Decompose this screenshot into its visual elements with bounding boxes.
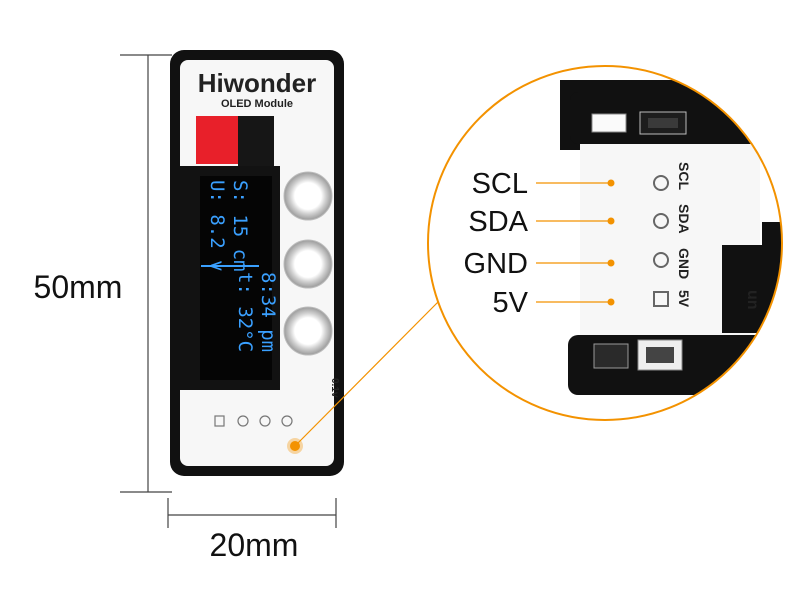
pad-scl bbox=[653, 175, 669, 191]
silk-label-sda: SDA bbox=[676, 204, 692, 234]
oled-active-area bbox=[200, 176, 272, 380]
pad-5v bbox=[653, 291, 669, 307]
oled-line-4: 8:34 pm bbox=[257, 272, 279, 352]
smd-component-3 bbox=[593, 343, 629, 369]
brand-logo-text: Hiwonder bbox=[198, 68, 316, 98]
silk-label-gnd: GND bbox=[676, 248, 692, 279]
width-label: 20mm bbox=[210, 527, 299, 563]
pin-pads bbox=[214, 415, 293, 427]
oled-line-3: t: 32°C bbox=[234, 272, 256, 352]
oled-module-board: Hiwonder OLED Module U: 8.2 v S: 15 cm t… bbox=[170, 50, 344, 476]
silk-label-5v: 5V bbox=[676, 290, 692, 308]
mounting-hole-1-center bbox=[295, 183, 321, 209]
pin-label-sda: SDA bbox=[468, 206, 528, 238]
height-label: 50mm bbox=[34, 269, 123, 305]
mounting-hole-2-center bbox=[295, 251, 321, 277]
dot-gnd-icon bbox=[607, 259, 615, 267]
smd-component-4-body bbox=[646, 347, 674, 363]
height-dimension: 50mm bbox=[34, 54, 172, 493]
pin-pad-3 bbox=[259, 415, 271, 427]
module-subtitle: OLED Module bbox=[221, 98, 293, 110]
smd-component-4 bbox=[637, 339, 683, 371]
width-dimension: 20mm bbox=[167, 498, 337, 563]
pin-label-scl: SCL bbox=[472, 168, 528, 200]
pin-pad-1 bbox=[214, 415, 225, 427]
oled-line-2: S: 15 cm bbox=[229, 180, 251, 272]
connector-housing bbox=[238, 116, 274, 168]
silk-label-scl: SCL bbox=[676, 162, 692, 190]
dot-scl-icon bbox=[607, 179, 615, 187]
magnified-view: un SCL SDA GND 5V bbox=[427, 65, 783, 421]
smd-component-2-body bbox=[648, 118, 678, 128]
pin-pad-4 bbox=[281, 415, 293, 427]
oled-text-left: U: 8.2 v S: 15 cm bbox=[206, 180, 251, 272]
board-side-label: 0.1v bbox=[329, 378, 340, 398]
pad-gnd bbox=[653, 252, 669, 268]
oled-line-1: U: 8.2 v bbox=[206, 180, 228, 272]
side-component bbox=[722, 245, 782, 333]
pad-sda bbox=[653, 213, 669, 229]
side-component-top bbox=[762, 222, 782, 252]
smd-component-1 bbox=[591, 113, 627, 133]
dot-5v-icon bbox=[607, 298, 615, 306]
pin-label-gnd: GND bbox=[464, 248, 528, 280]
pin-pad-2 bbox=[237, 415, 249, 427]
magnify-leader-line bbox=[294, 299, 441, 447]
mounting-hole-3-center bbox=[295, 318, 321, 344]
oled-text-right: t: 32°C 8:34 pm bbox=[234, 272, 279, 352]
pin-label-5v: 5V bbox=[493, 287, 529, 319]
dot-sda-icon bbox=[607, 217, 615, 225]
pcb-marking: un bbox=[744, 290, 761, 310]
board-notch bbox=[336, 350, 344, 364]
magnified-circle-border bbox=[427, 65, 783, 421]
connector-icon bbox=[196, 116, 240, 164]
